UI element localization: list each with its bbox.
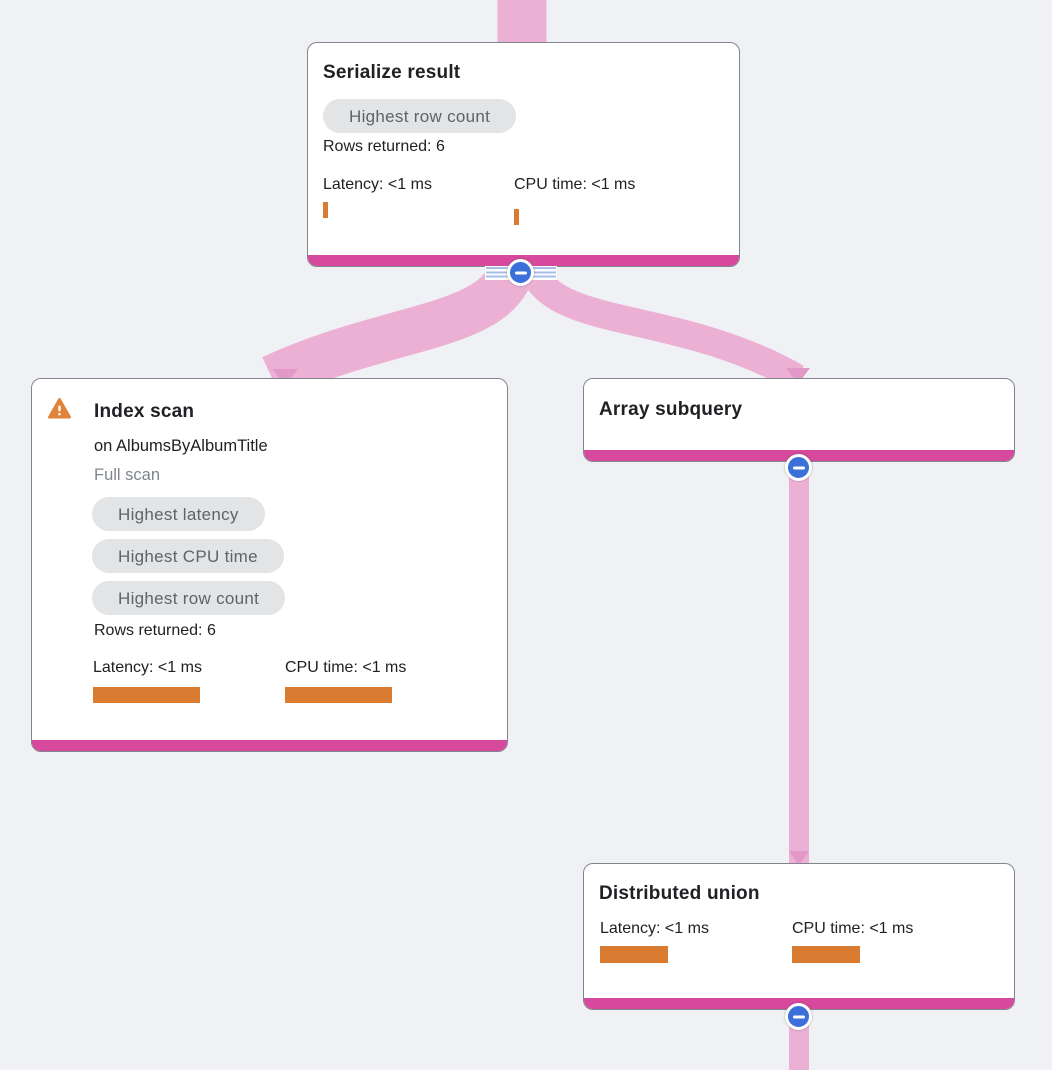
plan-node-distributed-union[interactable]: Distributed union Latency: <1 ms CPU tim… bbox=[583, 863, 1015, 1010]
latency-bar bbox=[93, 687, 200, 703]
edge-serialize-result-to-array-subquery bbox=[515, 255, 804, 391]
badge-highest-row-count: Highest row count bbox=[92, 581, 286, 615]
badge-highest-cpu-time: Highest CPU time bbox=[92, 539, 284, 573]
cpu-time-label: CPU time: <1 ms bbox=[514, 176, 636, 193]
node-title: Distributed union bbox=[599, 883, 760, 904]
cpu-time-label: CPU time: <1 ms bbox=[285, 659, 407, 676]
badge-highest-row-count: Highest row count bbox=[323, 99, 517, 133]
node-title: Array subquery bbox=[599, 399, 743, 420]
rows-returned-text: Rows returned: 6 bbox=[323, 138, 445, 155]
edge-arrowhead-distributed-union bbox=[789, 851, 809, 866]
minus-icon bbox=[792, 1015, 805, 1018]
minus-icon bbox=[514, 271, 527, 274]
edge-arrowhead-index-scan bbox=[272, 369, 298, 385]
cpu-time-label: CPU time: <1 ms bbox=[792, 920, 914, 937]
latency-bar bbox=[600, 946, 668, 963]
cpu-time-bar bbox=[285, 687, 392, 703]
plan-node-array-subquery[interactable]: Array subquery bbox=[583, 378, 1015, 462]
rows-returned-text: Rows returned: 6 bbox=[94, 622, 216, 639]
latency-bar bbox=[323, 202, 328, 218]
node-title: Index scan bbox=[94, 401, 195, 422]
cpu-time-bar bbox=[514, 209, 519, 225]
collapsed-rows-stripes-right bbox=[533, 267, 556, 279]
warning-icon bbox=[48, 398, 71, 419]
badge-highest-latency: Highest latency bbox=[92, 497, 265, 531]
full-scan-note: Full scan bbox=[94, 466, 161, 484]
edge-arrowhead-array-subquery bbox=[786, 368, 810, 384]
minus-icon bbox=[792, 466, 805, 469]
plan-node-serialize-result[interactable]: Serialize result Highest row count Rows … bbox=[307, 42, 740, 267]
node-subtitle: on AlbumsByAlbumTitle bbox=[94, 437, 268, 455]
cpu-time-bar bbox=[792, 946, 860, 963]
plan-node-index-scan[interactable]: Index scan on AlbumsByAlbumTitle Full sc… bbox=[31, 378, 508, 752]
edge-serialize-result-to-index-scan bbox=[262, 255, 537, 399]
latency-label: Latency: <1 ms bbox=[600, 920, 709, 937]
collapse-button-array-subquery[interactable] bbox=[785, 454, 812, 481]
latency-label: Latency: <1 ms bbox=[323, 176, 432, 193]
collapse-button-distributed-union[interactable] bbox=[785, 1003, 812, 1030]
collapsed-rows-stripes-left bbox=[486, 267, 509, 279]
node-title: Serialize result bbox=[323, 62, 461, 83]
collapse-button-serialize-result[interactable] bbox=[507, 259, 534, 286]
latency-label: Latency: <1 ms bbox=[93, 659, 202, 676]
node-accent-bar bbox=[32, 740, 507, 751]
